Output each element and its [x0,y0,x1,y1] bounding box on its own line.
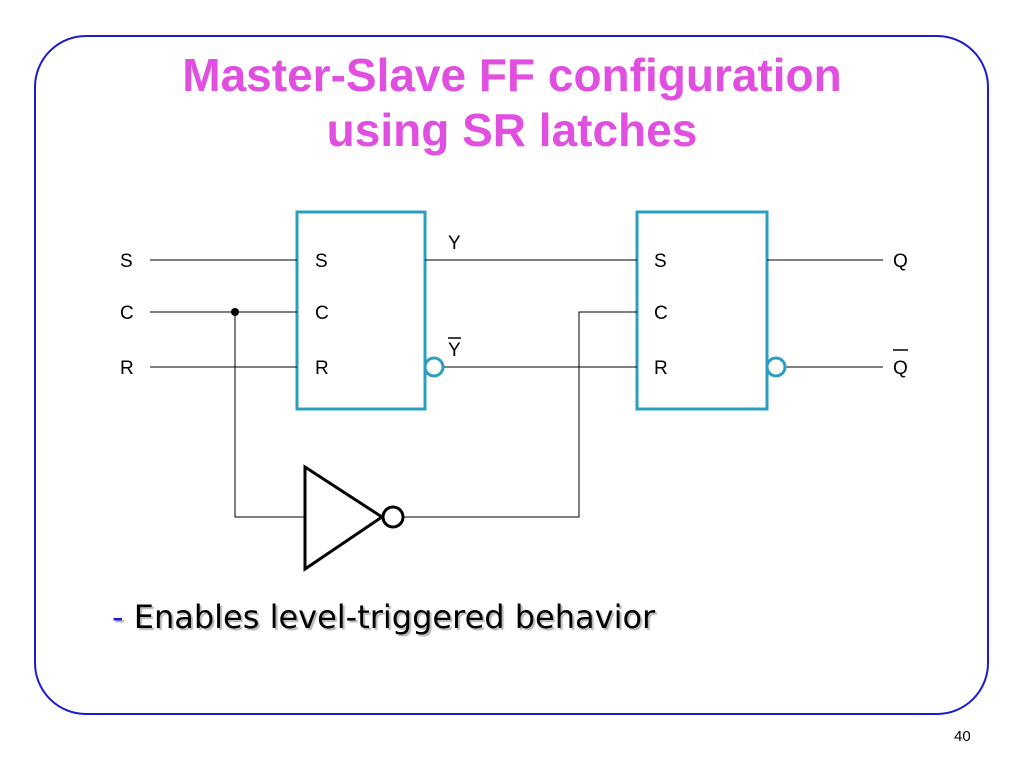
inverter-bubble [381,505,405,529]
output-q-label: Q [893,251,908,272]
input-c-label: C [120,303,134,324]
slave-s-pin: S [654,251,667,272]
inverter-triangle [303,464,385,572]
title-line-2: using SR latches [326,104,698,156]
bullet-text: Enables level-triggered behavior [133,598,656,636]
wire-clock-to-inverter [234,312,305,518]
bullet-dash: - [112,598,124,636]
input-r-label: R [120,358,134,379]
slide-title: Master-Slave FF configuration using SR l… [0,48,1024,158]
input-s-label: S [120,251,133,272]
title-line-1: Master-Slave FF configuration [182,49,842,101]
slave-c-pin: C [654,303,668,324]
wire-inverter-to-slave-c [404,311,637,518]
master-latch [295,210,427,411]
slave-r-pin: R [654,358,668,379]
junction-dot [231,308,239,316]
output-q-bar-label: Q [893,358,908,379]
slave-qbar-bubble [765,356,787,378]
slave-latch [635,210,769,411]
wires [150,259,883,518]
page-number: 40 [954,728,971,745]
signal-y-label: Y [448,233,461,254]
signal-y-bar-label: Y [448,340,461,361]
slide-frame [34,35,989,715]
master-s-pin: S [315,251,328,272]
master-c-pin: C [315,303,329,324]
bullet-point: - Enables level-triggered behavior [112,598,655,636]
master-r-pin: R [315,358,329,379]
master-ybar-bubble [423,356,445,378]
